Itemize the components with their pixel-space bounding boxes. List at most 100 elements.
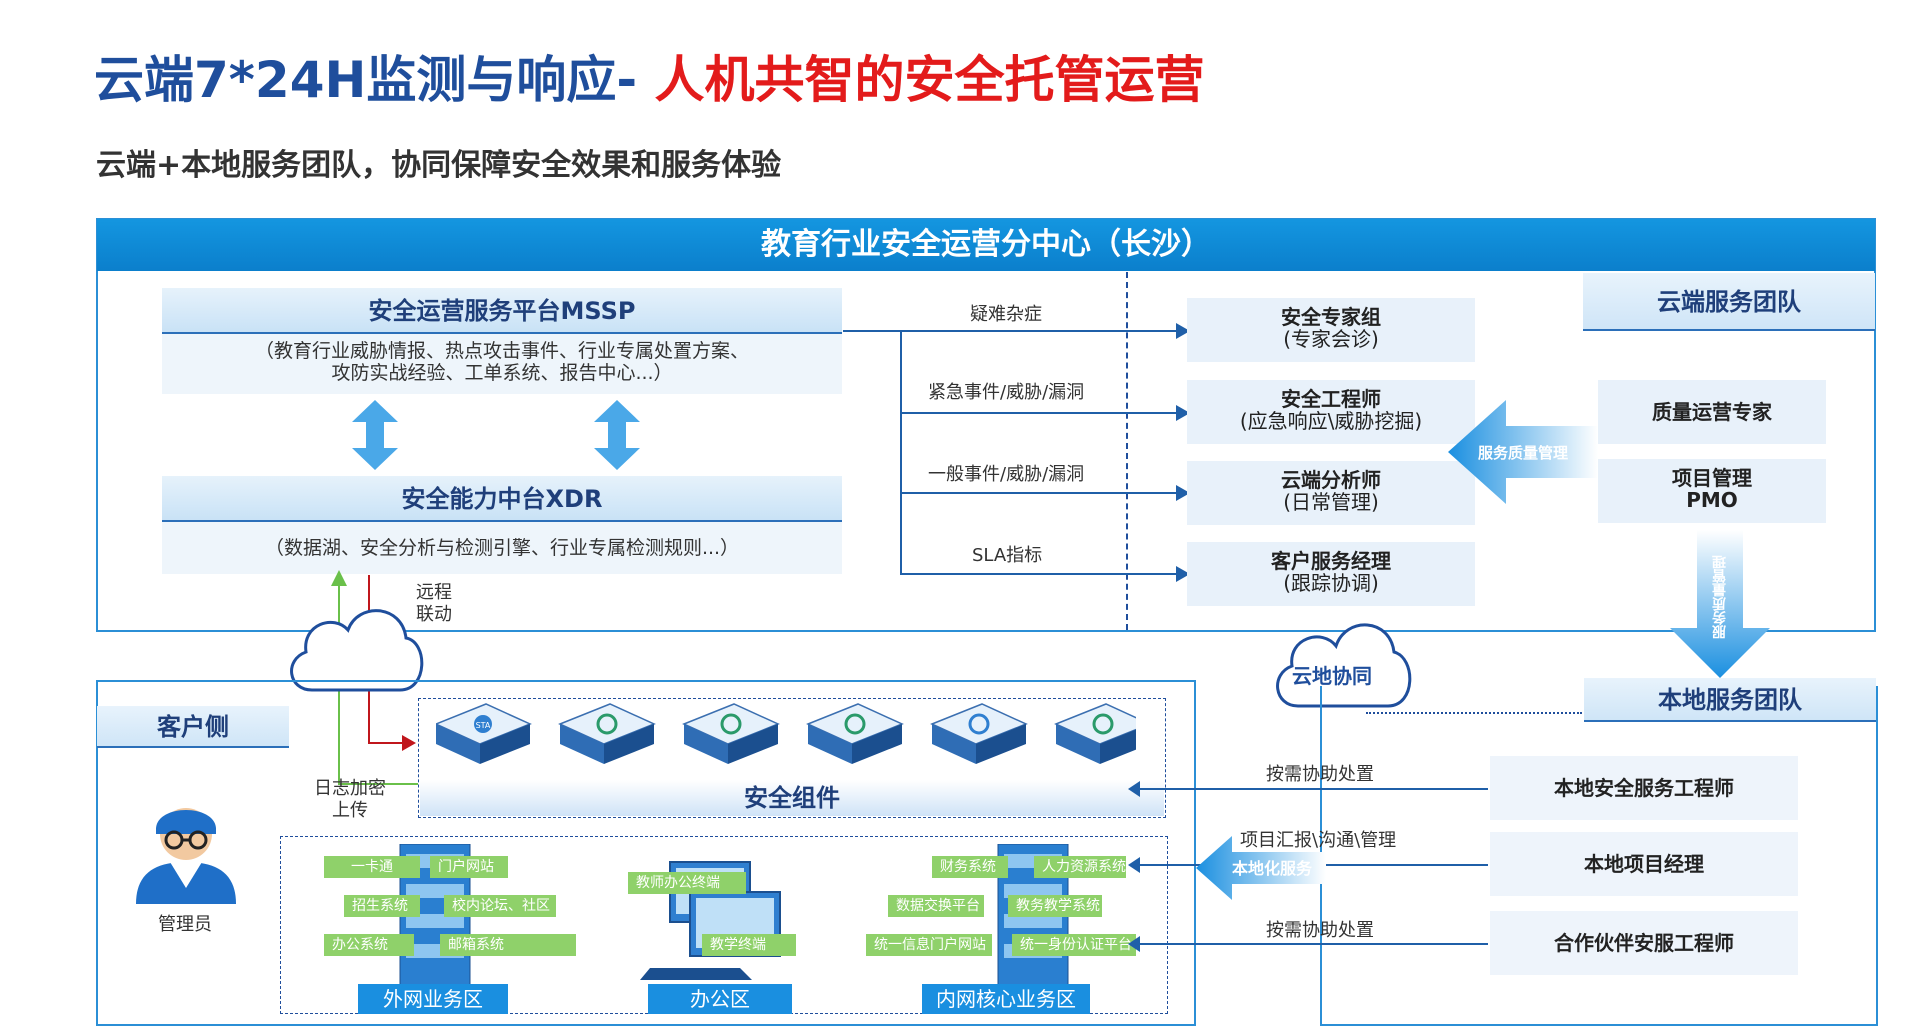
arrow-up-icon	[331, 570, 347, 586]
quality-expert: 质量运营专家	[1598, 380, 1826, 444]
security-device-icon	[558, 703, 656, 764]
local-flow-label: 按需协助处置	[1266, 764, 1374, 785]
title-blue: 云端7*24H监测与响应-	[94, 51, 655, 109]
ops-center-banner: 教育行业安全运营分中心（长沙）	[97, 219, 1875, 271]
tag-campus-card: 一卡通	[324, 856, 420, 878]
zone-internal: 内网核心业务区	[922, 984, 1090, 1014]
mssp-desc-line2: 攻防实战经验、工单系统、报告中心...）	[331, 362, 673, 384]
role-sub: (专家会诊)	[1283, 327, 1379, 351]
security-devices: STA	[436, 703, 1136, 764]
security-device-icon	[1054, 703, 1136, 764]
partner-engineer: 合作伙伴安服工程师	[1490, 911, 1798, 975]
local-flow-label: 项目汇报\沟通\管理	[1240, 830, 1397, 851]
arrow-head-icon	[1176, 323, 1190, 339]
customer-side-frame	[96, 680, 1196, 1026]
cloud-collab-icon	[1276, 623, 1412, 708]
role-sub: (跟踪协调)	[1283, 571, 1379, 595]
arrow-head-icon	[402, 735, 416, 751]
page-subtitle: 云端+本地服务团队，协同保障安全效果和服务体验	[96, 148, 782, 183]
role-cloud-analyst: 云端分析师(日常管理)	[1187, 461, 1475, 525]
tag-forum: 校内论坛、社区	[444, 895, 556, 917]
tag-data-exchange: 数据交换平台	[888, 895, 984, 917]
role-name: 客户服务经理	[1271, 549, 1391, 573]
tag-hr: 人力资源系统	[1034, 856, 1126, 878]
security-device-icon	[682, 703, 780, 764]
arrow-head-left-icon	[1128, 781, 1140, 797]
security-device-icon: STA	[436, 703, 532, 764]
flow-label: 一般事件/威胁/漏洞	[928, 464, 1085, 485]
flow-line	[843, 330, 1183, 332]
device-label-sta: STA	[476, 721, 491, 730]
tag-unified-identity: 统一身份认证平台	[1012, 934, 1136, 956]
xdr-title: 安全能力中台XDR	[162, 476, 842, 522]
tag-teacher-terminal: 教师办公终端	[628, 872, 746, 894]
tag-mail-system: 邮箱系统	[440, 934, 576, 956]
collab-dotted-line	[1366, 712, 1582, 714]
remote-link-line2: 联动	[416, 604, 452, 625]
role-name: 云端分析师	[1281, 468, 1381, 492]
cloud-collab-label: 云地协同	[1292, 664, 1372, 688]
title-red: 人机共智的安全托管运营	[654, 51, 1205, 109]
remote-link-line1: 远程	[416, 582, 452, 603]
tag-unified-portal: 统一信息门户网站	[866, 934, 992, 956]
pmo-line1: 项目管理	[1672, 466, 1752, 490]
log-upload-label: 日志加密上传	[314, 778, 386, 822]
tag-teaching-terminal: 教学终端	[702, 934, 796, 956]
service-quality-down-arrow-icon	[1670, 530, 1770, 678]
divider-dashed	[1126, 272, 1128, 630]
tag-admission: 招生系统	[344, 895, 420, 917]
local-flow-line	[1136, 943, 1488, 945]
flow-line	[900, 492, 1183, 494]
arrow-head-left-icon	[1128, 936, 1140, 952]
local-project-manager: 本地项目经理	[1490, 832, 1798, 896]
cloud-icon	[290, 609, 424, 692]
flow-line-vertical	[900, 330, 902, 574]
customer-side-title: 客户侧	[97, 706, 289, 748]
tag-portal: 门户网站	[430, 856, 508, 878]
security-components-label: 安全组件	[420, 780, 1164, 816]
mssp-title: 安全运营服务平台MSSP	[162, 288, 842, 334]
local-security-engineer: 本地安全服务工程师	[1490, 756, 1798, 820]
security-device-icon	[930, 703, 1028, 764]
flow-line	[900, 412, 1183, 414]
arrow-head-icon	[1176, 566, 1190, 582]
local-team-title: 本地服务团队	[1584, 678, 1876, 722]
double-arrow-icon	[594, 400, 640, 470]
flow-label: 紧急事件/威胁/漏洞	[928, 382, 1085, 403]
page-title: 云端7*24H监测与响应- 人机共智的安全托管运营	[94, 40, 1205, 112]
tag-academic: 教务教学系统	[1008, 895, 1102, 917]
double-arrow-icon	[352, 400, 398, 470]
zone-office: 办公区	[648, 984, 792, 1014]
log-upload-line2: 上传	[332, 800, 368, 821]
tag-finance: 财务系统	[932, 856, 1008, 878]
role-customer-manager: 客户服务经理(跟踪协调)	[1187, 542, 1475, 606]
remote-link-label: 远程联动	[416, 582, 452, 626]
local-flow-line	[1136, 788, 1488, 790]
flow-label: SLA指标	[972, 545, 1043, 566]
mssp-desc: （教育行业威胁情报、热点攻击事件、行业专属处置方案、 攻防实战经验、工单系统、报…	[162, 334, 842, 394]
role-name: 安全工程师	[1281, 387, 1381, 411]
xdr-desc: （数据湖、安全分析与检测引擎、行业专属检测规则...）	[162, 522, 842, 574]
remote-link-line	[368, 742, 404, 744]
cloud-team-title: 云端服务团队	[1583, 273, 1875, 331]
log-upload-line	[338, 783, 418, 785]
mssp-desc-line1: （教育行业威胁情报、热点攻击事件、行业专属处置方案、	[254, 340, 749, 362]
flow-label: 疑难杂症	[970, 304, 1042, 325]
role-security-engineer: 安全工程师(应急响应\威胁挖掘)	[1187, 380, 1475, 444]
role-name: 安全专家组	[1281, 305, 1381, 329]
service-quality-arrow-icon	[1448, 400, 1598, 504]
zone-external: 外网业务区	[358, 984, 508, 1014]
arrow-head-left-icon	[1128, 857, 1140, 873]
pmo-line2: PMO	[1686, 488, 1738, 512]
tag-office-system: 办公系统	[324, 934, 414, 956]
arrow-head-icon	[1176, 405, 1190, 421]
local-flow-label: 按需协助处置	[1266, 920, 1374, 941]
security-components-frame	[418, 698, 1166, 818]
local-service-label: 本地化服务	[1232, 859, 1313, 878]
role-expert-group: 安全专家组(专家会诊)	[1187, 298, 1475, 362]
service-quality-vertical-label: 服务质量管理	[1712, 555, 1728, 639]
administrator-icon	[136, 808, 236, 904]
administrator-label: 管理员	[158, 914, 212, 935]
flow-line	[900, 573, 1183, 575]
